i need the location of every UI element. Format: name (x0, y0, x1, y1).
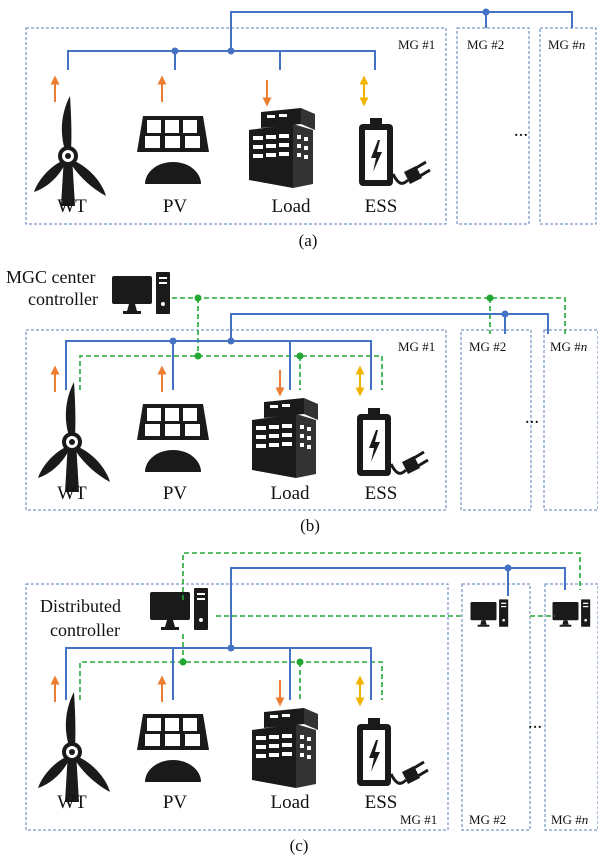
building-icon (252, 708, 318, 788)
mg1-box (25, 27, 447, 225)
ellipsis: ... (514, 120, 528, 141)
mgc-controller-label-line2: controller (28, 289, 98, 309)
mgn-box (544, 583, 598, 831)
wt-label: WT (57, 792, 87, 813)
battery-icon (355, 406, 430, 478)
wind-turbine-icon (34, 96, 106, 206)
ellipsis: ... (525, 407, 539, 428)
computer-icon (112, 272, 170, 314)
wt-label: WT (57, 196, 87, 217)
ess-label: ESS (365, 483, 398, 504)
solar-panel-icon (137, 404, 209, 472)
wind-turbine-icon (38, 692, 110, 802)
mg2-label: MG #2 (467, 37, 504, 52)
mgn-label: MG #n (548, 37, 585, 52)
power-bus (65, 313, 549, 390)
computer-icon (552, 599, 591, 627)
mgc-controller-label-line1: MGC center (6, 267, 95, 287)
wt-label: WT (57, 483, 87, 504)
building-icon (249, 108, 315, 188)
mg1-box (25, 583, 449, 831)
battery-icon (355, 716, 430, 788)
mg1-label: MG #1 (398, 37, 435, 52)
wind-turbine-icon (38, 382, 110, 492)
mg2-box (460, 329, 532, 511)
load-label: Load (270, 483, 310, 504)
mg1-label: MG #1 (400, 812, 437, 827)
mg2-box (456, 27, 530, 225)
battery-icon (357, 116, 432, 188)
load-label: Load (270, 792, 310, 813)
caption-a: (a) (299, 231, 318, 250)
caption-b: (b) (300, 516, 320, 535)
load-label: Load (271, 196, 311, 217)
mg2-label: MG #2 (469, 812, 506, 827)
distributed-controller-label-line1: Distributed (40, 596, 121, 616)
building-icon (252, 398, 318, 478)
computer-icon (470, 599, 509, 627)
mg2-box (461, 583, 531, 831)
comm-network (79, 297, 566, 390)
panel-b: MGC center controller (6, 267, 598, 535)
distributed-controller-label-line2: controller (50, 620, 120, 640)
ess-label: ESS (365, 792, 398, 813)
pv-label: PV (163, 792, 188, 813)
mg1-label: MG #1 (398, 339, 435, 354)
solar-panel-icon (137, 714, 209, 782)
pv-label: PV (163, 196, 188, 217)
power-bus (65, 567, 566, 700)
ellipsis: ... (528, 712, 542, 733)
solar-panel-icon (137, 116, 209, 184)
mg1-box (25, 329, 447, 511)
caption-c: (c) (290, 836, 309, 855)
pv-label: PV (163, 483, 188, 504)
comm-network (79, 552, 581, 700)
mgn-box (543, 329, 598, 511)
mg2-label: MG #2 (469, 339, 506, 354)
panel-c: Distributed controller (25, 552, 598, 855)
mgn-box (539, 27, 597, 225)
panel-a: WT PV Load ESS MG #1 MG #2 MG #n ... (a) (25, 8, 597, 250)
mgn-label: MG #n (551, 812, 588, 827)
ess-label: ESS (365, 196, 398, 217)
computer-icon (150, 588, 208, 630)
mgn-label: MG #n (550, 339, 587, 354)
